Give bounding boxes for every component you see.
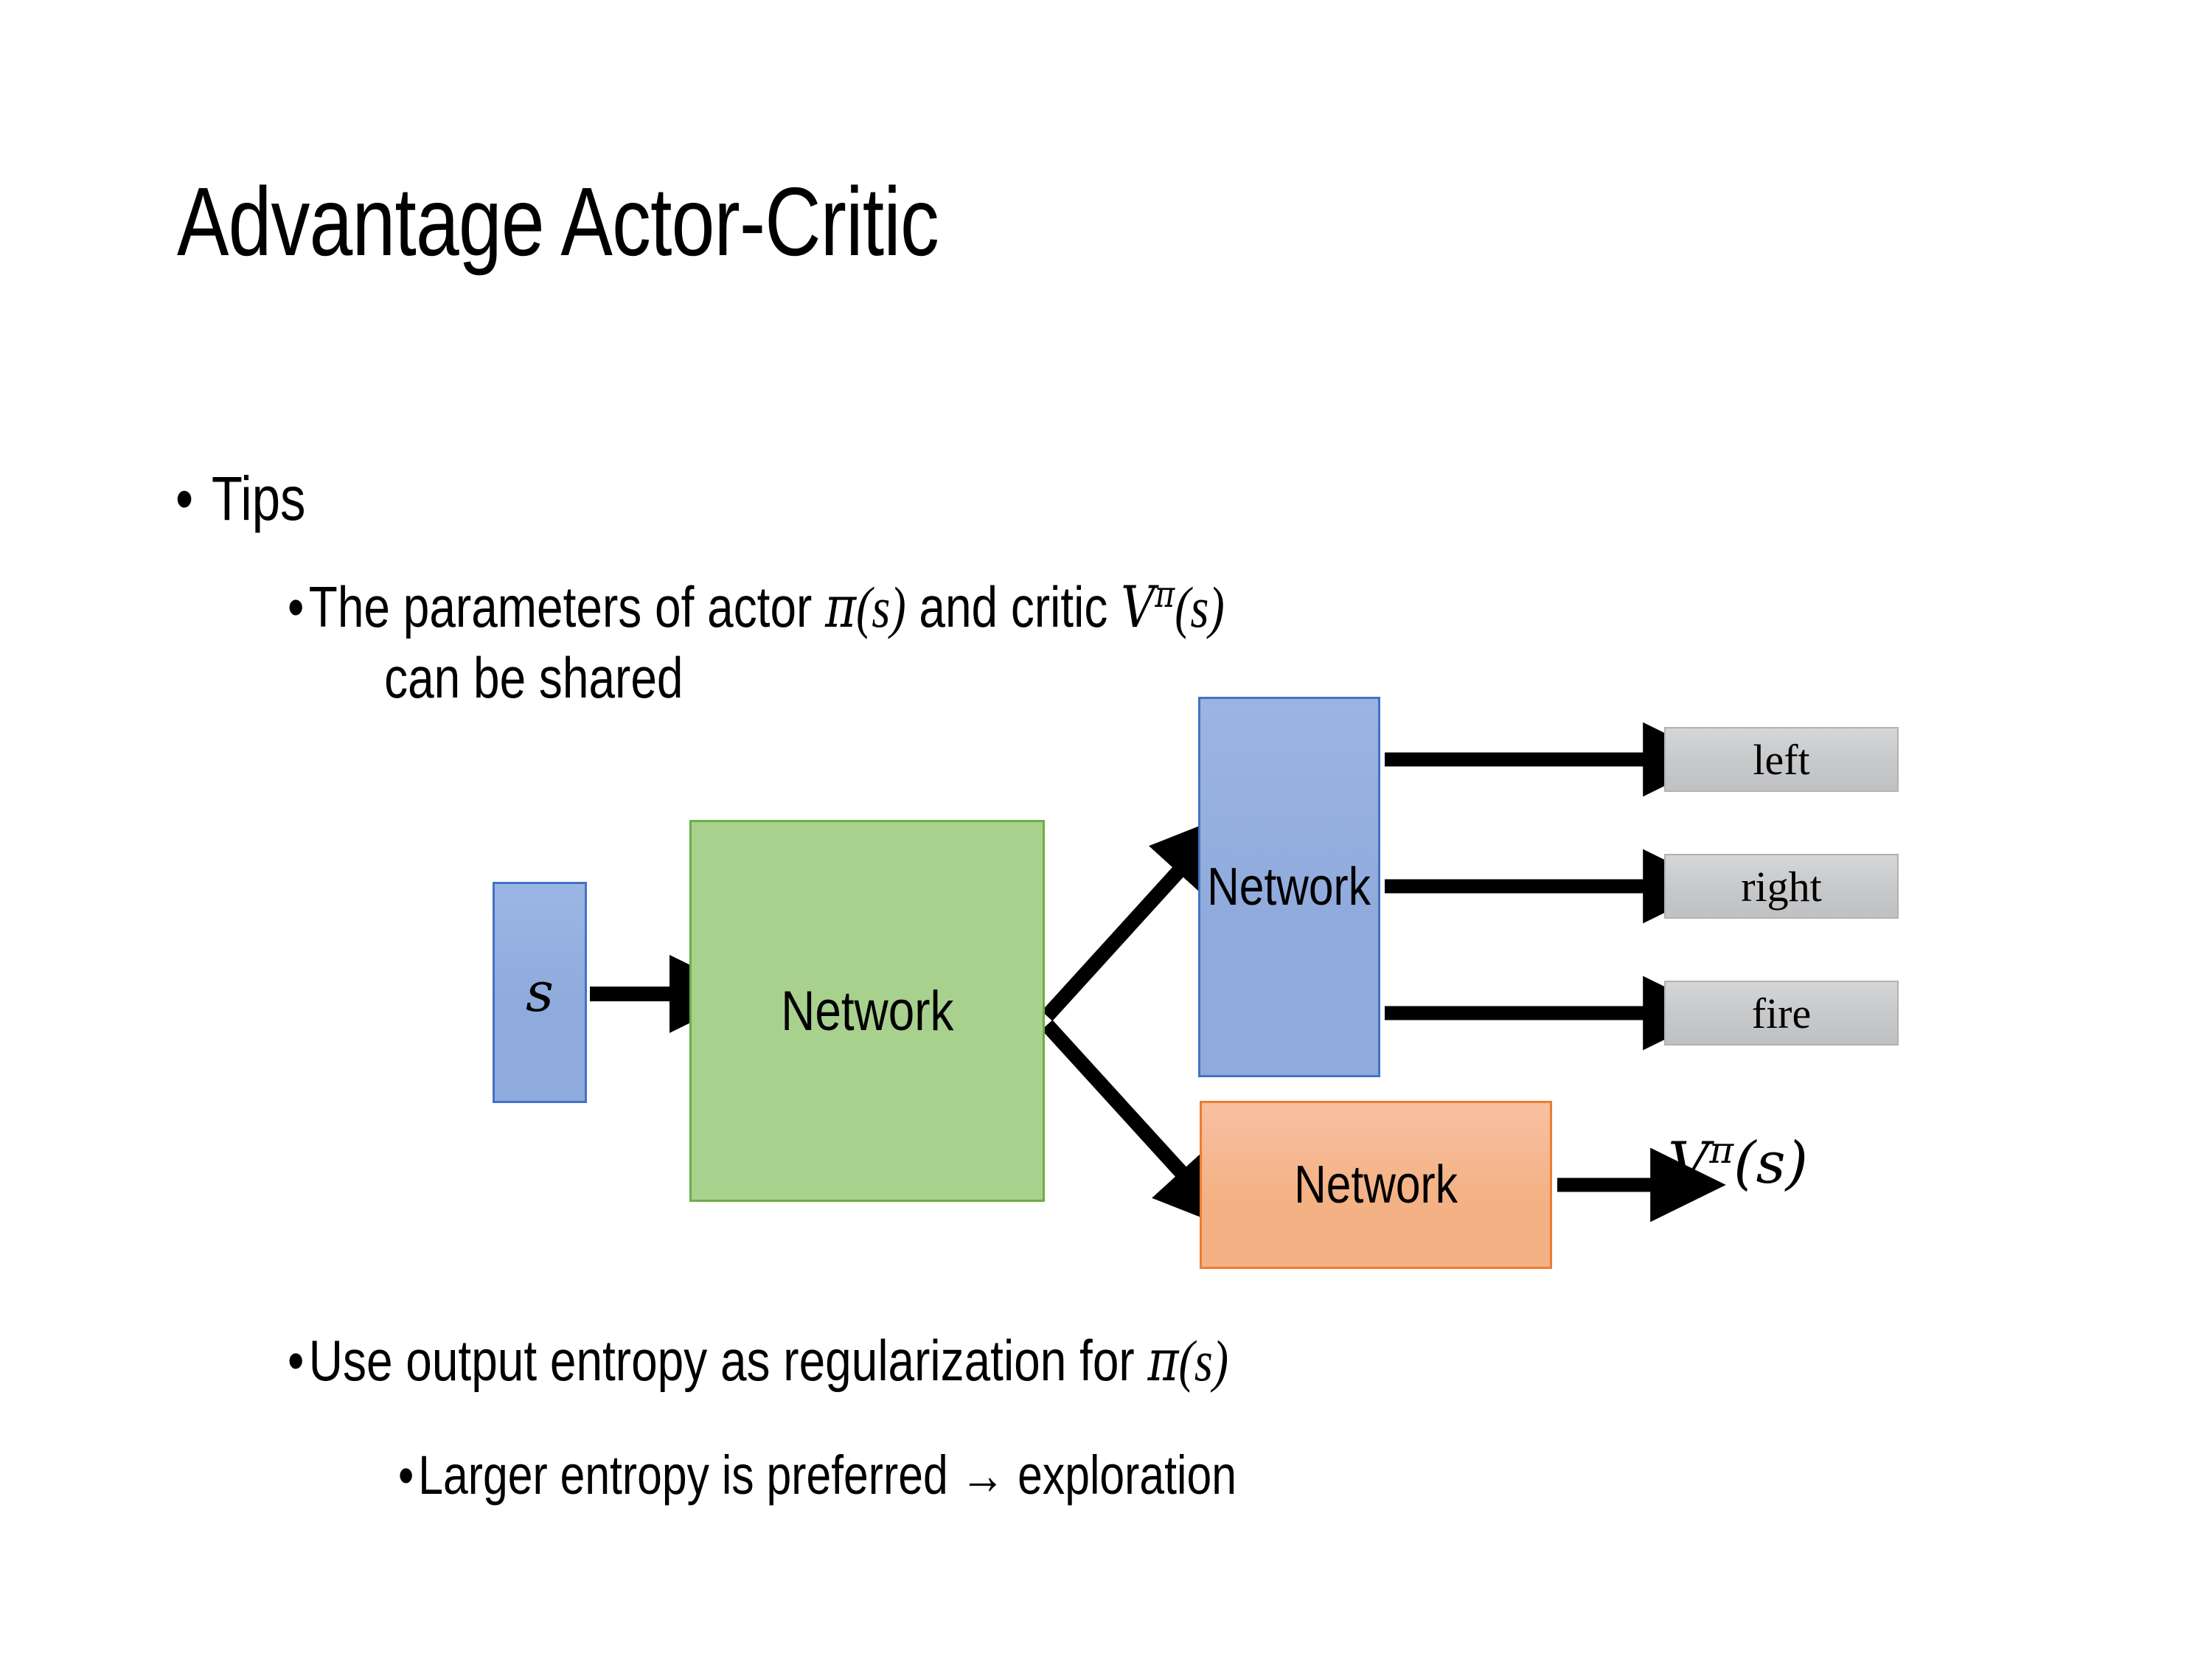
bullet-marker: • (175, 464, 194, 533)
bullet-tips-label: Tips (211, 464, 306, 533)
pi-symbol: π (825, 574, 857, 641)
action-box-fire: fire (1664, 981, 1899, 1046)
bullet-marker: • (288, 1328, 305, 1393)
critic-output-superscript: π (1709, 1129, 1734, 1172)
value-function-argument: (s) (1175, 575, 1225, 639)
critic-output-v: V (1668, 1130, 1710, 1197)
bullet-entropy-text: Use output entropy as regularization for (308, 1328, 1148, 1393)
bullet-larger-text: Larger entropy is preferred → exploratio… (418, 1444, 1237, 1506)
action-label-left: left (1753, 735, 1810, 784)
bullet-shared-text-mid: and critic (905, 574, 1121, 639)
action-box-left: left (1664, 727, 1899, 792)
actor-network-box: Network (1198, 697, 1380, 1077)
state-label: s (526, 961, 554, 1024)
actor-network-label: Network (1207, 858, 1371, 917)
value-function-symbol: V (1121, 574, 1155, 641)
bullet-marker: • (398, 1444, 414, 1506)
bullet-shared-text-line2: can be shared (384, 645, 684, 711)
bullet-larger-entropy: •Larger entropy is preferred → explorati… (398, 1444, 1421, 1506)
pi-symbol: π (1147, 1328, 1179, 1394)
bullet-marker: • (288, 574, 305, 639)
shared-network-label: Network (780, 979, 954, 1043)
pi-argument: (s) (1178, 1329, 1229, 1393)
action-label-right: right (1741, 862, 1822, 911)
bullet-entropy-regularization: •Use output entropy as regularization fo… (288, 1327, 1435, 1394)
arrow-shared-to-actor (1041, 813, 1231, 1021)
action-label-fire: fire (1751, 989, 1812, 1037)
pi-argument: (s) (856, 575, 906, 639)
critic-network-label: Network (1294, 1155, 1458, 1214)
bullet-shared-parameters: •The parameters of actor π(s) and critic… (288, 572, 1430, 713)
state-input-box: s (493, 882, 587, 1103)
critic-output-argument: (s) (1733, 1130, 1809, 1197)
bullet-tips: • Tips (175, 463, 334, 535)
critic-output-value: Vπ(s) (1668, 1130, 1808, 1197)
page-title: Advantage Actor-Critic (177, 167, 939, 276)
shared-network-box: Network (689, 820, 1045, 1202)
bullet-shared-text-pre: The parameters of actor (308, 574, 826, 639)
critic-network-box: Network (1200, 1101, 1552, 1269)
action-box-right: right (1664, 854, 1899, 919)
arrow-shared-to-critic (1041, 1020, 1235, 1231)
value-function-superscript: π (1155, 573, 1175, 616)
